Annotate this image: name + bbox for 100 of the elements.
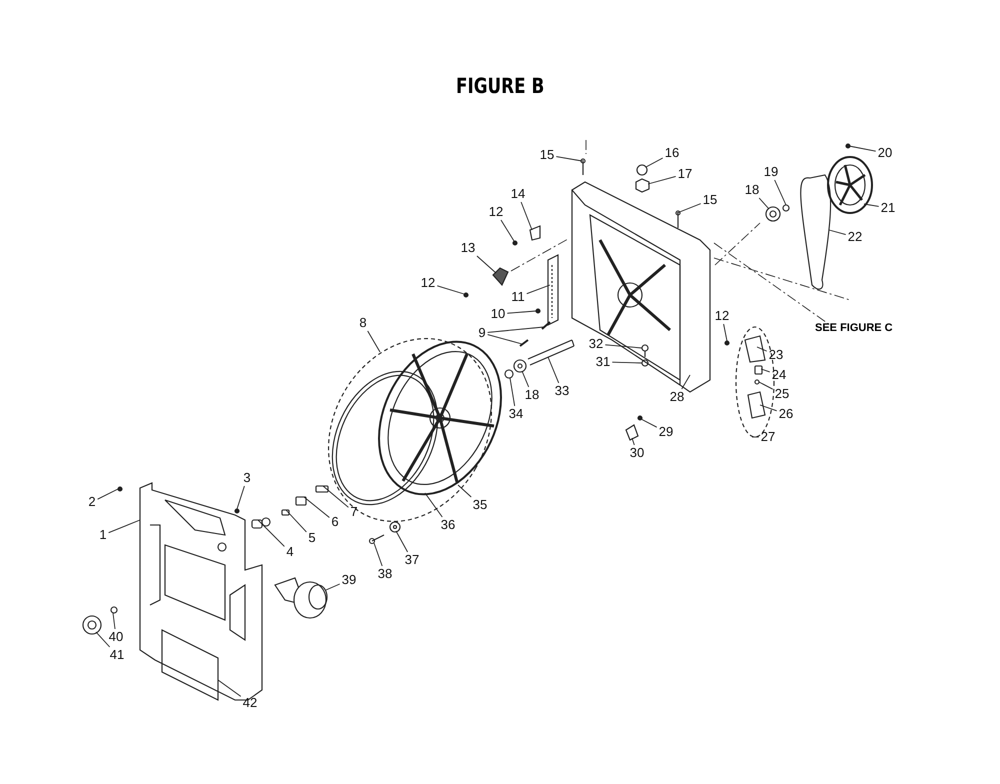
callout-number: 22 [848,230,862,244]
callout-number: 38 [378,567,392,581]
callout-number: 15 [540,148,554,162]
block [625,424,639,441]
pin [541,321,551,330]
callout-number: 42 [242,696,258,710]
leader-line [864,204,880,207]
callout-number: 3 [243,471,251,485]
shaft [527,339,575,366]
leader-line [648,176,676,184]
callout-number: 33 [554,384,570,398]
clip [529,225,541,241]
callout-number: 39 [342,573,356,587]
washer [782,204,790,212]
callout-number: 18 [524,388,540,402]
leader-line [758,382,774,390]
callout-number: 6 [331,515,339,529]
callout-number: 12 [420,276,436,290]
nut [635,178,650,193]
callout-number: 11 [511,290,525,304]
screw [512,240,518,246]
callout-number: 17 [678,167,692,181]
leader-line [424,492,443,518]
figure-title: FIGURE B [456,74,544,98]
decal [161,629,219,701]
callout-number: 1 [99,528,107,542]
bearing [513,359,527,373]
leader-line [756,346,768,352]
screw [463,292,469,298]
callout-number: 26 [778,407,794,421]
pointer-block [492,267,509,286]
washer [389,521,401,533]
wheel [378,340,502,496]
cross-reference-note: SEE FIGURE C [815,322,893,334]
washer [110,606,118,614]
callout-number: 5 [308,531,316,545]
screw [535,308,541,314]
callout-number: 30 [630,446,644,460]
callout-number: 13 [460,241,476,255]
leader-line [487,334,522,344]
callout-number: 9 [478,326,486,340]
leader-line [640,418,658,428]
screw [754,379,760,385]
bearing [765,206,781,222]
callout-number: 18 [744,183,760,197]
leader-line [476,256,496,274]
leader-line [218,680,242,697]
pin [234,508,240,514]
callout-number: 31 [596,355,610,369]
leader-line [108,520,140,534]
callout-number: 12 [714,309,730,323]
drive-belt [800,174,832,290]
callout-number: 12 [488,205,504,219]
pin [675,210,681,228]
callout-number: 40 [108,630,124,644]
leader-line [374,542,383,566]
spacer [754,365,763,375]
leader-line [97,488,118,500]
callout-number: 14 [510,187,526,201]
callout-number: 2 [88,495,96,509]
washer [504,369,514,379]
leader-line [752,436,760,438]
screw [117,486,123,492]
callout-number: 41 [110,648,124,662]
leader-line [436,285,464,294]
leader-line [522,370,530,388]
knob [82,615,102,635]
pulley [827,156,873,214]
pin [519,339,529,347]
leader-line [848,146,876,152]
bolt [315,485,329,493]
bolt [641,344,649,357]
leader-line [96,632,110,648]
knob [274,577,328,619]
callout-number: 23 [768,348,784,362]
guide-block [744,335,766,363]
callout-number: 28 [670,390,684,404]
bolt [368,534,384,544]
callout-number: 36 [440,518,456,532]
leader-line [458,484,472,498]
leader-line [828,230,846,235]
callout-number: 8 [359,316,367,330]
washer [636,164,648,176]
leader-line [760,368,770,372]
screw [637,415,643,421]
leader-line [526,284,550,294]
callout-number: 37 [404,553,420,567]
callout-number: 25 [774,387,790,401]
leader-line [556,156,582,162]
scale-strip [547,254,559,326]
leader-line [774,180,786,206]
callout-number: 20 [878,146,892,160]
tire [332,370,438,506]
set-screw [281,509,290,516]
callout-number: 19 [764,165,778,179]
leader-line [548,356,560,384]
leader-line [676,203,702,214]
leader-line [520,202,532,230]
guide-block [747,391,766,419]
leader-line [236,486,245,510]
